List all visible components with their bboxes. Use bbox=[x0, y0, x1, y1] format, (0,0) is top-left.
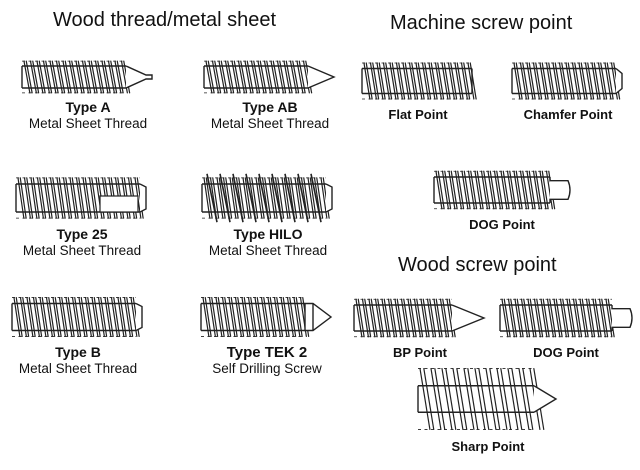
flat-point-screw-icon bbox=[361, 62, 477, 100]
screw-thread-crests bbox=[204, 60, 308, 94]
screw-thread-crests bbox=[201, 297, 305, 337]
type-ab-screw-icon bbox=[203, 60, 336, 94]
type-ab-desc: Metal Sheet Thread bbox=[210, 116, 330, 131]
screw-tip bbox=[451, 304, 486, 332]
screw-thread-crests bbox=[362, 62, 472, 100]
type-25-item: Type 25 Metal Sheet Thread bbox=[12, 170, 152, 259]
screw-threads bbox=[13, 296, 140, 338]
dog-point-wood-name: DOG Point bbox=[533, 345, 599, 360]
type-tek2-desc: Self Drilling Screw bbox=[212, 361, 322, 376]
heading-wood-screw: Wood screw point bbox=[398, 254, 557, 276]
screw-tip bbox=[611, 305, 633, 331]
screw-threads bbox=[355, 298, 456, 338]
chamfer-point-screw-icon bbox=[511, 62, 623, 100]
heading-wood-metal: Wood thread/metal sheet bbox=[53, 9, 277, 31]
screw-threads bbox=[23, 60, 131, 94]
dog-point-name: DOG Point bbox=[469, 217, 535, 232]
type-a-desc: Metal Sheet Thread bbox=[28, 116, 148, 131]
screw-high-threads bbox=[206, 173, 322, 223]
screw-threads bbox=[419, 367, 545, 431]
type-b-desc: Metal Sheet Thread bbox=[18, 361, 138, 376]
type-ab-name: Type AB bbox=[242, 99, 298, 115]
screw-threads bbox=[363, 62, 477, 100]
screw-thread-crests bbox=[12, 297, 136, 337]
screw-threads bbox=[513, 62, 621, 100]
bp-point-item: BP Point bbox=[350, 292, 490, 361]
screw-tip bbox=[533, 385, 558, 413]
dog-point-item: DOG Point bbox=[430, 164, 574, 233]
screw-threads bbox=[203, 177, 330, 219]
screw-tip bbox=[549, 177, 571, 203]
type-hilo-screw-icon bbox=[201, 173, 333, 223]
screw-slot bbox=[99, 195, 139, 213]
screw-threads bbox=[202, 296, 310, 338]
heading-machine-screw: Machine screw point bbox=[390, 12, 573, 34]
type-25-name: Type 25 bbox=[56, 226, 108, 242]
type-a-name: Type A bbox=[65, 99, 111, 115]
type-hilo-name: Type HILO bbox=[233, 226, 303, 242]
chamfer-point-item: Chamfer Point bbox=[508, 56, 628, 123]
screw-tip bbox=[125, 65, 153, 89]
screw-tip bbox=[139, 183, 147, 213]
screw-threads bbox=[501, 298, 615, 338]
screw-threads bbox=[205, 60, 313, 94]
type-a-screw-icon bbox=[21, 60, 153, 94]
screw-thread-crests bbox=[16, 177, 140, 219]
type-hilo-desc: Metal Sheet Thread bbox=[208, 243, 328, 258]
type-hilo-item: Type HILO Metal Sheet Thread bbox=[198, 170, 338, 259]
sharp-point-screw-icon bbox=[417, 367, 558, 431]
type-tek2-item: Type TEK 2 Self Drilling Screw bbox=[197, 290, 337, 377]
screw-tip bbox=[304, 302, 333, 332]
bp-point-screw-icon bbox=[353, 298, 486, 338]
dog-point-wood-item: DOG Point bbox=[496, 292, 636, 361]
type-b-name: Type B bbox=[55, 344, 101, 360]
type-tek2-screw-icon bbox=[200, 296, 333, 338]
chamfer-point-name: Chamfer Point bbox=[523, 107, 613, 122]
screw-threads bbox=[435, 170, 556, 210]
type-a-item: Type A Metal Sheet Thread bbox=[18, 55, 158, 132]
type-25-screw-icon bbox=[15, 177, 147, 219]
screw-thread-crests bbox=[202, 177, 326, 219]
type-b-screw-icon bbox=[11, 296, 143, 338]
bp-point-name: BP Point bbox=[393, 345, 447, 360]
flat-point-name: Flat Point bbox=[388, 107, 448, 122]
sharp-point-item: Sharp Point bbox=[414, 360, 562, 455]
type-tek2-name: Type TEK 2 bbox=[226, 344, 308, 361]
screw-thread-crests bbox=[500, 298, 612, 338]
screw-thread-crests bbox=[512, 62, 616, 100]
screw-tip bbox=[325, 183, 333, 213]
type-25-desc: Metal Sheet Thread bbox=[22, 243, 142, 258]
screw-thread-crests bbox=[22, 60, 126, 94]
flat-point-item: Flat Point bbox=[358, 56, 478, 123]
dog-point-wood-screw-icon bbox=[499, 298, 633, 338]
screw-tip bbox=[615, 67, 623, 95]
sharp-point-name: Sharp Point bbox=[451, 439, 525, 454]
type-ab-item: Type AB Metal Sheet Thread bbox=[200, 55, 340, 132]
screw-tip bbox=[135, 302, 143, 332]
type-b-item: Type B Metal Sheet Thread bbox=[8, 290, 148, 377]
screw-tip bbox=[307, 65, 336, 89]
dog-point-screw-icon bbox=[433, 170, 571, 210]
